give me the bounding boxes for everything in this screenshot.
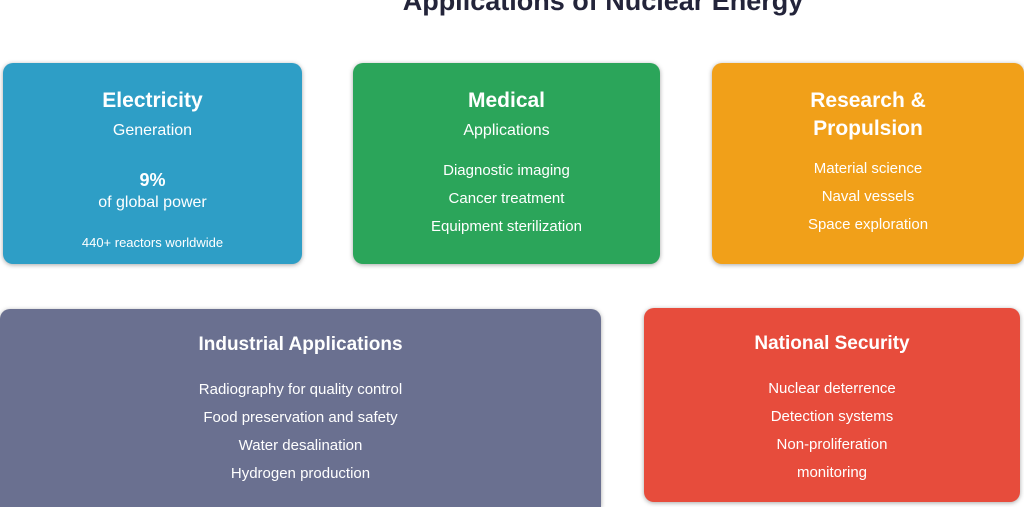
- card-subtitle: Applications: [463, 122, 550, 139]
- list-item: Nuclear deterrence: [768, 380, 896, 397]
- list-item: Radiography for quality control: [198, 381, 403, 398]
- list-item: Space exploration: [807, 216, 929, 233]
- card-title-line2: Propulsion: [813, 117, 923, 140]
- list-item: Non-proliferation: [776, 436, 888, 453]
- list-item: Hydrogen production: [230, 465, 371, 482]
- list-item: Naval vessels: [821, 188, 915, 205]
- card-medical: Medical Applications Diagnostic imaging …: [353, 63, 660, 264]
- card-industrial-applications: Industrial Applications Radiography for …: [0, 309, 601, 507]
- stat-value: 9%: [139, 170, 166, 190]
- card-electricity: Electricity Generation 9% of global powe…: [3, 63, 302, 264]
- card-subtitle: Generation: [112, 122, 193, 139]
- card-item-list: Diagnostic imaging Cancer treatment Equi…: [353, 157, 660, 241]
- card-title: Electricity: [102, 89, 203, 112]
- list-item: Diagnostic imaging: [443, 162, 570, 179]
- card-item-list: Radiography for quality control Food pre…: [0, 376, 601, 488]
- list-item: Food preservation and safety: [203, 409, 398, 426]
- list-item: monitoring: [796, 464, 868, 481]
- list-item: Cancer treatment: [448, 190, 565, 207]
- card-item-list: Nuclear deterrence Detection systems Non…: [644, 375, 1020, 487]
- stat-label: of global power: [98, 194, 207, 211]
- card-title: National Security: [754, 333, 910, 354]
- list-item: Detection systems: [770, 408, 894, 425]
- card-title: Medical: [467, 89, 546, 112]
- list-item: Material science: [813, 160, 923, 177]
- list-item: Water desalination: [238, 437, 363, 454]
- card-title: Research & Propulsion: [712, 87, 1024, 143]
- footnote: 440+ reactors worldwide: [81, 235, 224, 250]
- card-title-line1: Research &: [810, 89, 926, 112]
- card-item-list: Material science Naval vessels Space exp…: [712, 155, 1024, 239]
- page-title: Applications of Nuclear Energy: [402, 0, 804, 16]
- card-national-security: National Security Nuclear deterrence Det…: [644, 308, 1020, 502]
- card-research-propulsion: Research & Propulsion Material science N…: [712, 63, 1024, 264]
- card-title: Industrial Applications: [198, 334, 403, 355]
- list-item: Equipment sterilization: [431, 218, 582, 235]
